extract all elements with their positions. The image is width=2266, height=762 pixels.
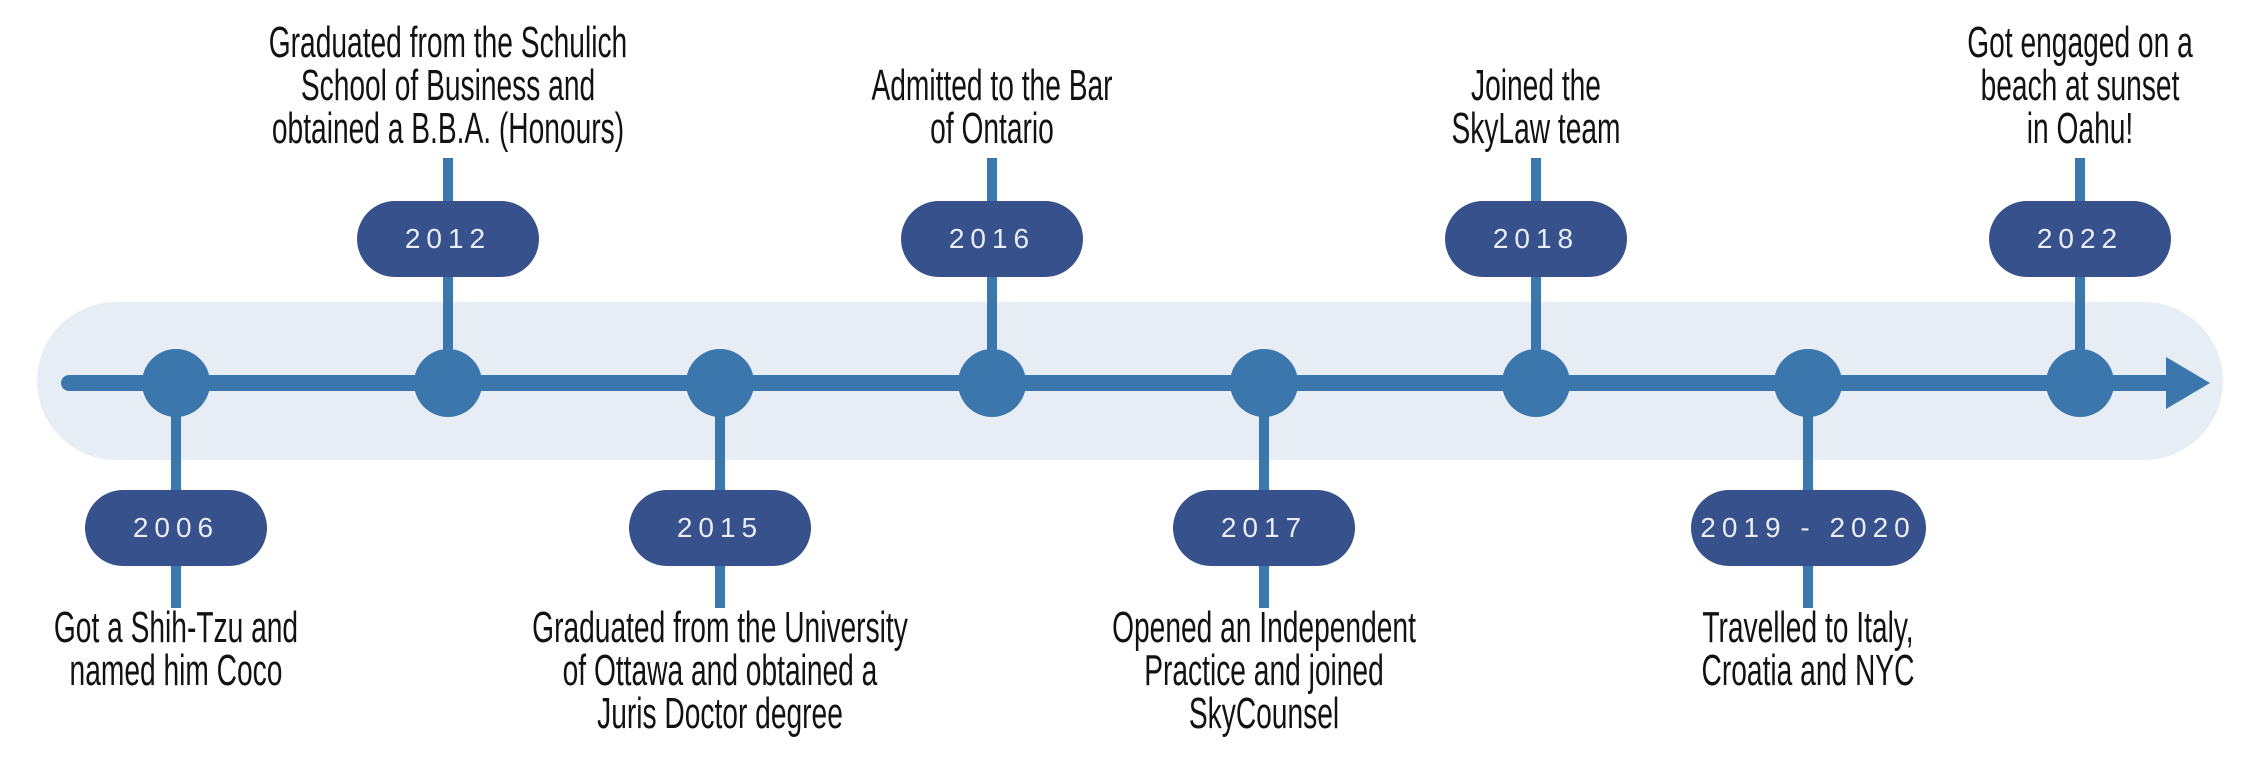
timeline-dot xyxy=(1774,349,1842,417)
timeline-dot xyxy=(686,349,754,417)
timeline-dot xyxy=(2046,349,2114,417)
year-label: 2016 xyxy=(948,223,1036,254)
timeline-dot xyxy=(1230,349,1298,417)
event-description: Opened an Independent Practice and joine… xyxy=(1112,603,1416,738)
year-label: 2019 - 2020 xyxy=(1700,512,1916,543)
year-pill: 2017 xyxy=(1173,490,1355,566)
event-description: Graduated from the Schulich School of Bu… xyxy=(268,18,628,153)
event-description: Got engaged on a beach at sunset in Oahu… xyxy=(1967,18,2193,153)
year-pill: 2022 xyxy=(1989,201,2171,277)
year-label: 2006 xyxy=(132,512,220,543)
timeline-dot xyxy=(958,349,1026,417)
year-pill: 2018 xyxy=(1445,201,1627,277)
timeline-dot xyxy=(414,349,482,417)
year-pill: 2015 xyxy=(629,490,811,566)
year-pill: 2016 xyxy=(901,201,1083,277)
timeline-axis-line xyxy=(61,375,2172,391)
year-pill: 2006 xyxy=(85,490,267,566)
year-pill: 2012 xyxy=(357,201,539,277)
timeline-dot xyxy=(142,349,210,417)
event-description: Admitted to the Bar of Ontario xyxy=(871,61,1113,153)
event-description: Graduated from the University of Ottawa … xyxy=(532,603,908,738)
year-label: 2017 xyxy=(1220,512,1308,543)
timeline-dot xyxy=(1502,349,1570,417)
event-description: Travelled to Italy, Croatia and NYC xyxy=(1701,603,1915,695)
year-pill: 2019 - 2020 xyxy=(1690,490,1926,566)
event-description: Got a Shih-Tzu and named him Coco xyxy=(53,603,299,695)
year-label: 2015 xyxy=(676,512,764,543)
year-label: 2012 xyxy=(404,223,492,254)
event-description: Joined the SkyLaw team xyxy=(1451,61,1621,153)
year-label: 2022 xyxy=(2036,223,2124,254)
timeline-arrowhead-icon xyxy=(2166,357,2210,409)
year-label: 2018 xyxy=(1492,223,1580,254)
